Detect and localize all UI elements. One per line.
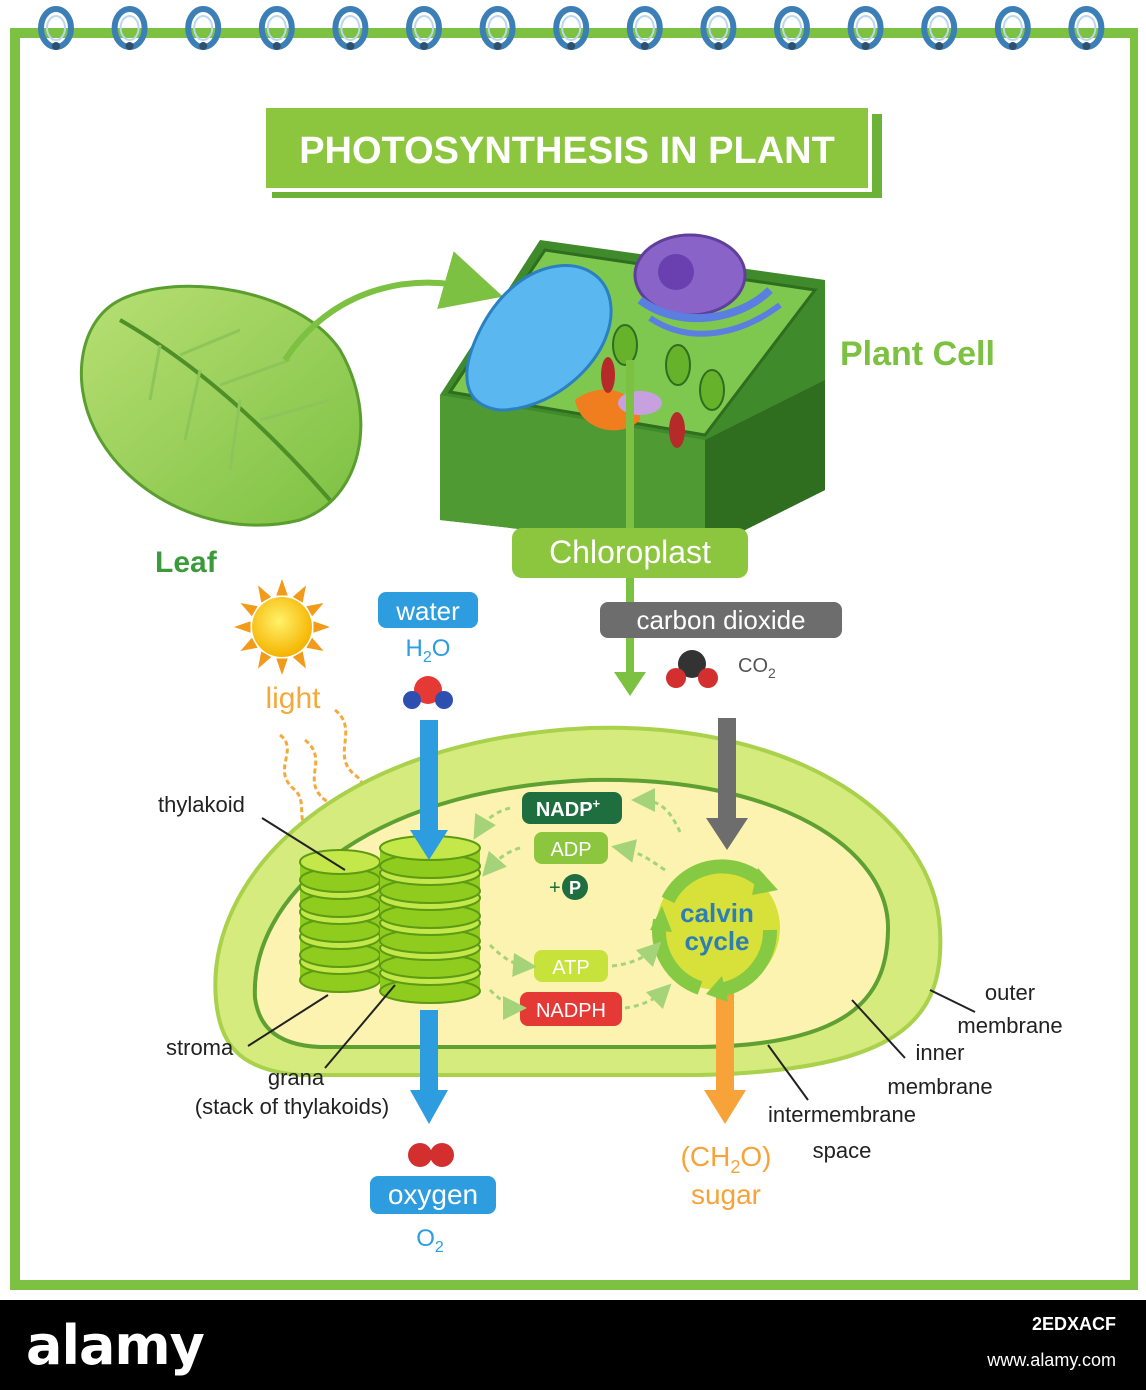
water-label: water [395,596,460,626]
diagram-canvas: PHOTOSYNTHESIS IN PLANT Leaf Plant Cell … [10,6,1138,1290]
stroma-label: stroma [166,1035,234,1060]
oxygen-tag: oxygen [370,1176,496,1214]
grana-stack-right [379,835,481,1004]
watermark-logo: alamy [26,1314,205,1377]
plant-cell-label: Plant Cell [840,335,995,373]
atp-label: ATP [552,957,589,979]
sugar-arrow [704,990,746,1124]
thylakoid-disc [299,849,381,875]
watermark-url: www.alamy.com [987,1350,1116,1370]
sugar-label: sugar [691,1179,761,1210]
calvin-cycle: calvin cycle [650,859,780,1002]
inner-membrane-label-1: inner [916,1040,965,1065]
chloroplast-pointer [626,360,634,540]
grana-label: grana [268,1065,325,1090]
water-arrow [410,720,448,860]
carbon-dioxide-tag: carbon dioxide [600,602,842,638]
intermembrane-label-2: space [813,1138,872,1163]
plant-cell-illustration [440,233,825,550]
nadph-label: NADPH [536,1000,606,1022]
adp-label: ADP [550,839,591,861]
calvin-label-1: calvin [680,898,754,928]
phosphate-label: P [569,878,581,898]
plus-sign: + [549,877,561,899]
calvin-label-2: cycle [684,926,749,956]
grana-stack-left [299,849,381,993]
sun-icon [234,579,330,675]
leaf-to-cell-arrow [282,251,504,362]
grana-note-label: (stack of thylakoids) [195,1094,389,1119]
title-banner: PHOTOSYNTHESIS IN PLANT [262,104,882,198]
nadp-label: NADP+ [536,796,601,821]
phosphate-icon: P [562,874,588,900]
watermark-image-id: 2EDXACF [1031,1314,1116,1334]
chloroplast-arrowhead [614,672,646,696]
adp-tag: ADP [534,832,608,864]
co2-arrow [706,718,748,850]
o2-formula: O2 [416,1225,444,1256]
page-title: PHOTOSYNTHESIS IN PLANT [299,130,835,172]
pointer-lines [247,817,976,1101]
oxygen-label: oxygen [388,1179,478,1210]
light-label: light [265,682,321,715]
atp-tag: ATP [534,950,608,982]
ch2o-formula: (CH2O) [681,1141,772,1177]
watermark-footer: alamy 2EDXACF www.alamy.com [0,1300,1146,1390]
co2-molecule-icon [666,650,718,688]
oxygen-arrow [410,1010,448,1124]
leaf-illustration [79,284,363,527]
oxygen-molecule-icon [408,1143,454,1167]
intermembrane-label-1: intermembrane [768,1102,916,1127]
water-molecule-icon [403,676,453,709]
outer-membrane-label-1: outer [985,980,1035,1005]
spiral-binding [38,6,1105,50]
carbon-dioxide-label: carbon dioxide [636,605,805,635]
co2-formula: CO2 [738,655,776,681]
thylakoid-label: thylakoid [158,792,245,817]
nadph-tag: NADPH [520,992,622,1026]
chloroplast-label: Chloroplast [549,534,711,570]
water-tag: water [378,592,478,628]
chloroplast-tag: Chloroplast [512,528,748,578]
water-formula: H2O [406,635,451,666]
outer-membrane-label-2: membrane [957,1013,1062,1038]
inner-membrane-label-2: membrane [887,1074,992,1099]
leaf-label: Leaf [155,546,218,579]
energy-cycle-arrows [473,788,682,1020]
nadp-tag: NADP+ [522,792,622,824]
notebook-frame [10,28,1138,1290]
